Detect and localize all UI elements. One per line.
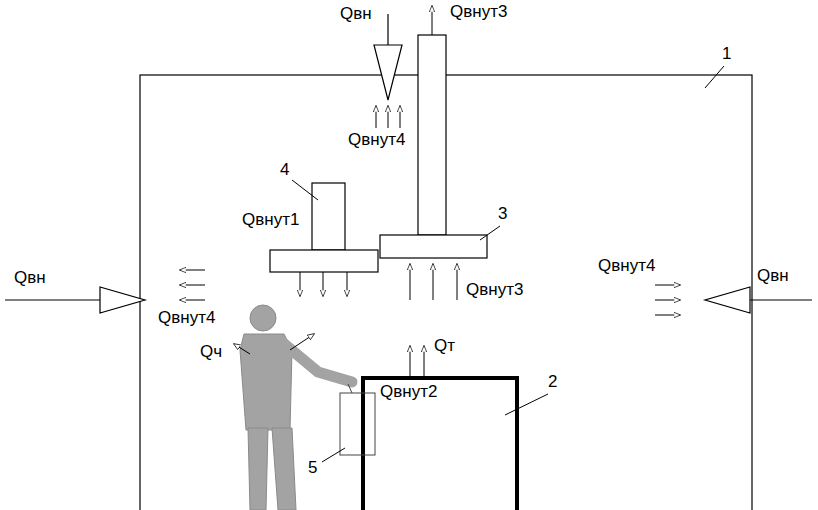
flow-label: Qвн bbox=[340, 4, 372, 24]
flow-label: Qвнут3 bbox=[450, 2, 507, 22]
machine-outline bbox=[363, 378, 517, 510]
flow-label: Qвнут4 bbox=[348, 130, 405, 150]
callout-number: 2 bbox=[548, 372, 557, 392]
callout-number: 4 bbox=[280, 160, 289, 180]
flow-label: Qч bbox=[200, 342, 222, 362]
worker-figure bbox=[240, 305, 352, 510]
flow-label: Qвнут4 bbox=[598, 256, 655, 276]
flow-label: Qвн bbox=[757, 266, 789, 286]
flow-label: Qвнут4 bbox=[158, 308, 215, 328]
callout-number: 5 bbox=[308, 458, 317, 478]
flow-label: Qт bbox=[434, 336, 455, 356]
inflow-arrows bbox=[5, 14, 812, 313]
callout-number: 3 bbox=[498, 204, 507, 224]
flow-label: Qвн bbox=[14, 268, 46, 288]
tool-wire bbox=[348, 384, 352, 393]
element-outline bbox=[340, 393, 375, 455]
flow-label: Qвнут1 bbox=[242, 210, 299, 230]
flow-label: Qвнут3 bbox=[466, 280, 523, 300]
leader-lines bbox=[292, 66, 724, 462]
flow-label: Qвнут2 bbox=[380, 382, 437, 402]
flow-arrows bbox=[180, 6, 680, 376]
callout-number: 1 bbox=[722, 44, 731, 64]
